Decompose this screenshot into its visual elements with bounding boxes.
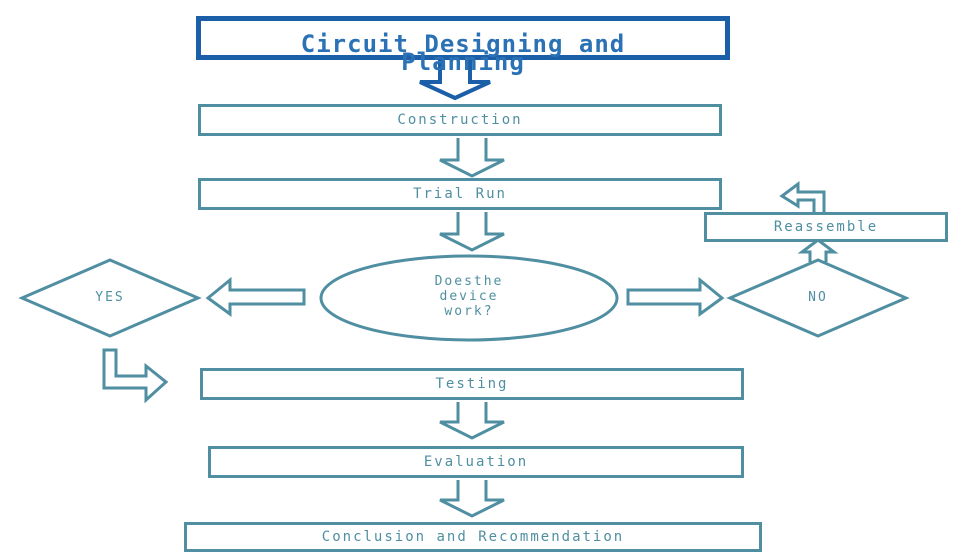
arrow-construction-to-trial — [439, 138, 505, 178]
evaluation-box: Evaluation — [208, 446, 744, 478]
arrow-title-to-construction — [419, 60, 491, 101]
decision-line-2: device — [439, 289, 499, 304]
trial-run-label: Trial Run — [413, 186, 507, 202]
decision-line-1: Doesthe — [434, 274, 504, 289]
trial-run-box: Trial Run — [198, 178, 722, 210]
construction-label: Construction — [397, 112, 523, 128]
decision-ellipse — [319, 254, 619, 342]
conclusion-label: Conclusion and Recommendation — [321, 529, 625, 545]
yes-label: YES — [95, 290, 125, 305]
conclusion-box: Conclusion and Recommendation — [184, 522, 762, 552]
evaluation-label: Evaluation — [423, 454, 529, 470]
testing-box: Testing — [200, 368, 744, 400]
no-label: NO — [808, 290, 828, 305]
yes-diamond — [18, 258, 202, 338]
reassemble-box: Reassemble — [704, 212, 948, 242]
decision-line-3: work? — [444, 304, 494, 319]
arrow-decision-to-yes — [205, 276, 306, 317]
no-diamond — [726, 258, 910, 338]
arrow-testing-to-evaluation — [439, 402, 505, 440]
arrow-decision-to-no — [626, 276, 725, 317]
title-box: Circuit Designing and Planning — [196, 16, 730, 74]
arrow-trial-to-decision — [439, 212, 505, 252]
reassemble-label: Reassemble — [773, 219, 879, 235]
arrow-evaluation-to-conclusion — [439, 480, 505, 518]
testing-label: Testing — [435, 376, 509, 392]
decision-label: Doesthe device work? — [394, 274, 544, 319]
construction-box: Construction — [198, 104, 722, 136]
arrow-reassemble-to-trial — [779, 181, 826, 212]
arrow-yes-to-testing — [102, 348, 169, 404]
title-text: Circuit Designing and Planning — [300, 30, 626, 76]
